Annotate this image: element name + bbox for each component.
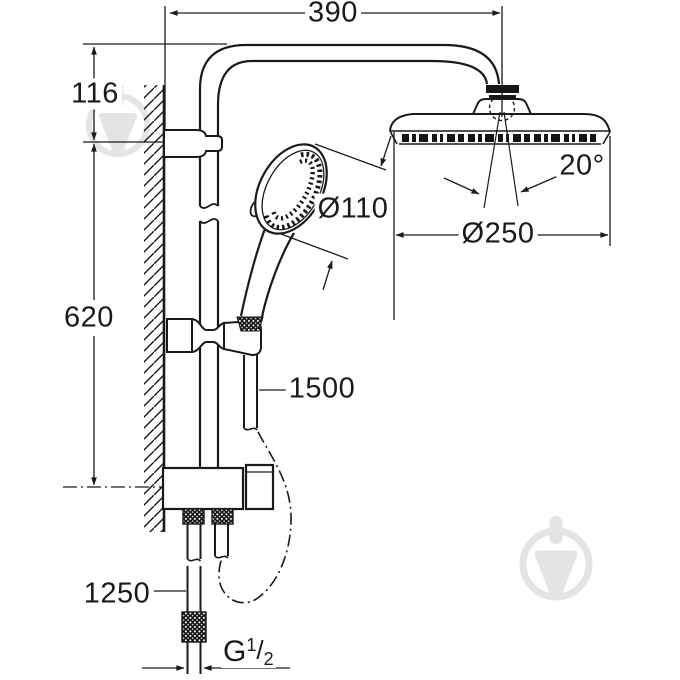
inlet-hose [181,524,207,674]
wall-bracket [163,129,223,158]
rail-break-symbol [199,203,219,224]
dim-620-label: 620 [61,302,117,334]
diverter-body [161,463,275,511]
angle-line-right [503,111,519,207]
shower-hose [218,355,292,604]
hose-1500-label: 1500 [285,373,359,405]
dim-390-label: 390 [305,0,361,29]
hand-shower-nozzles [263,151,323,230]
angle-line-left [483,111,501,209]
hose-connector-nuts [182,508,234,525]
dim-110-tangent-lower [280,233,349,260]
angle-arrow-right [520,175,559,193]
angle-arrow-left [443,177,480,195]
dim-110-label: Ø110 [314,193,392,225]
dim-110-arrow-upper [380,135,392,167]
hose-path-dashed [218,431,292,604]
hand-shower-connector [236,316,264,332]
dim-116-label: 116 [68,78,122,110]
watermark-logo-bottom-right [519,516,593,601]
shower-arm [198,43,501,206]
wall-hatching [144,85,166,532]
hose-stub [214,524,229,559]
thread-slash: / [256,635,264,665]
dim-110-arrow-lower [322,260,333,291]
thread-size-label: G1/2 [221,636,276,668]
dim-110-tangent-upper [314,143,387,171]
hand-shower [239,143,328,318]
hose-1250-label: 1250 [80,578,154,610]
thread-letter: G [223,635,247,668]
hand-shower-handle [239,220,270,317]
thread-denominator: 2 [263,649,274,669]
thread-numerator: 1 [246,635,257,655]
dim-250-label: Ø250 [458,218,538,250]
angle-label: 20° [556,150,608,182]
